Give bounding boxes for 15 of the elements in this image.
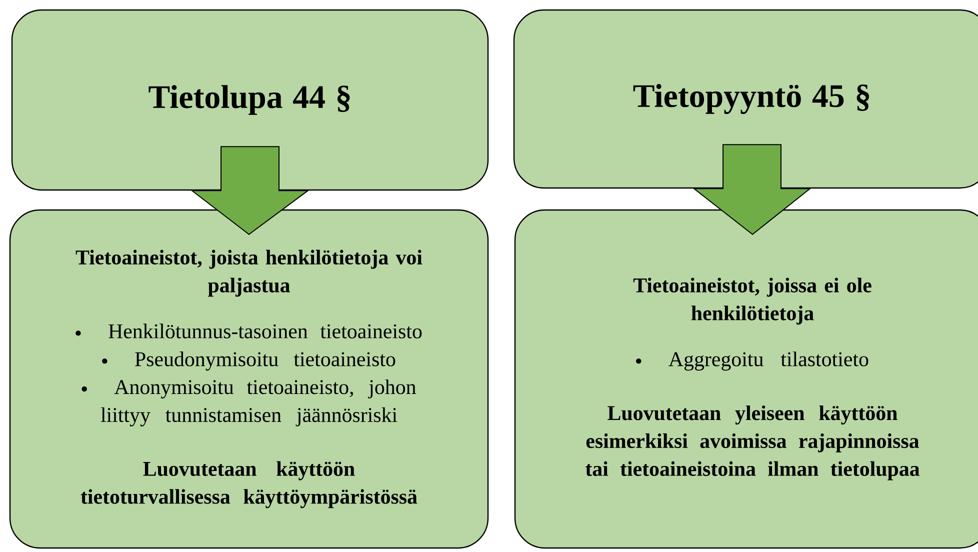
box-text: Tietoaineistot, joissa ei ole henkilötietoja Aggregoitu tilastotieto Luovutetaan yleiseen käyttöön esimerkiksi avoimissa rajapinnoissa tai tietoaineistoina ilman tietolupaa bbox=[586, 278, 920, 480]
node-label: Pseudonymisoitu tietoaineisto bbox=[135, 352, 396, 371]
block-arrow bbox=[190, 146, 310, 236]
rounded-box bbox=[11, 9, 489, 191]
rounded-box bbox=[513, 9, 978, 189]
block-arrow bbox=[692, 144, 812, 236]
node-label: Anonymisoitu tietoaineisto, johon liittyy tunnistamisen jäännösriski bbox=[100, 379, 416, 426]
box-text: Tietopyyntö 45 § bbox=[633, 84, 870, 114]
node-label: Luovutetaan käyttöön tietoturvallisessa käyttöympäristössä bbox=[80, 461, 418, 508]
rounded-box bbox=[514, 209, 978, 549]
box-text: Tietoaineistot, joista henkilötietoja voi paljastua Henkilötunnus-tasoinen tietoaineisto Pseudonymisoitu tietoaineisto Anonymisoitu tietoaineisto, johon liittyy tunnistamisen jäännösriski Luovutetaan käyttöön tietoturvallisessa käyttöympäristössä bbox=[76, 250, 422, 508]
rounded-box bbox=[9, 209, 489, 549]
node-label: Tietoaineistot, joista henkilötietoja voi paljastua bbox=[76, 250, 422, 297]
box-text: Tietolupa 44 § bbox=[148, 85, 350, 115]
node-label: Henkilötunnus-tasoinen tietoaineisto bbox=[108, 324, 422, 338]
